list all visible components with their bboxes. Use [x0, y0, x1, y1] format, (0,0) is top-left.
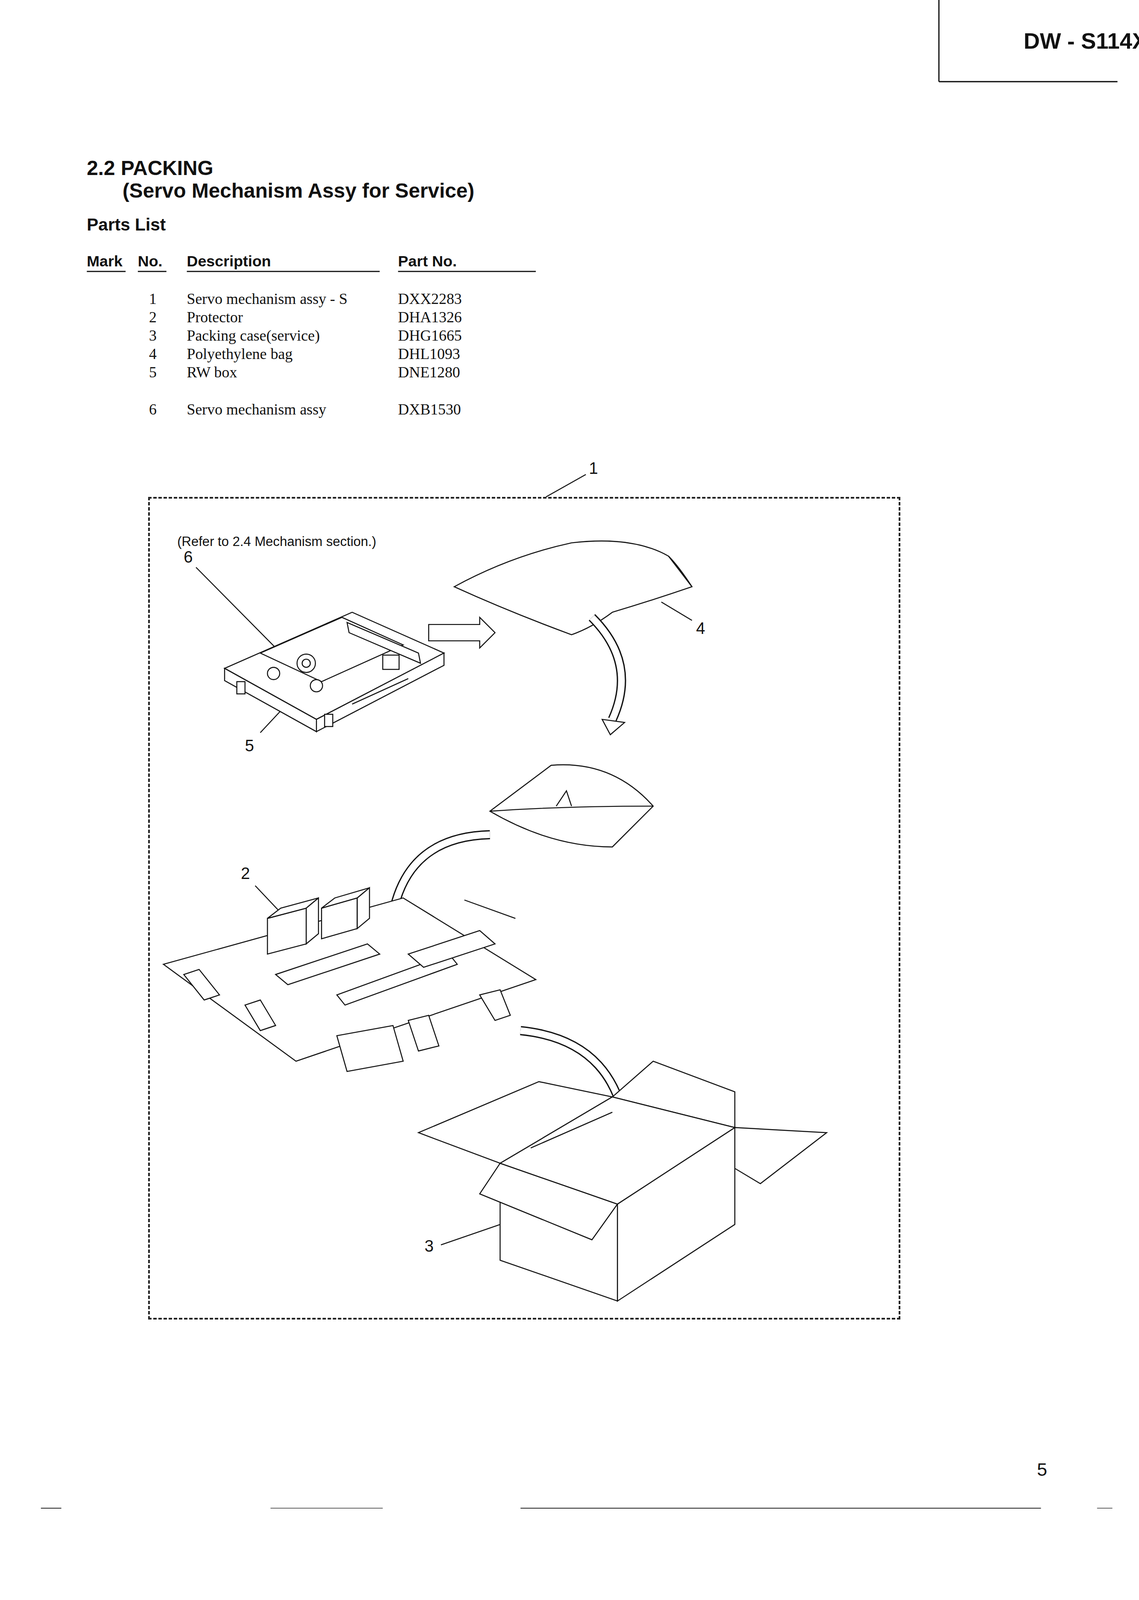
mechanism-drawing	[224, 612, 495, 732]
table-cell: 2	[148, 309, 157, 326]
table-cell: Protector	[186, 309, 243, 326]
reference-note: (Refer to 2.4 Mechanism section.)	[177, 534, 377, 550]
column-header: Description	[186, 253, 271, 270]
table-cell: 3	[148, 327, 157, 345]
page-rules	[40, 0, 1118, 1509]
table-cell: Servo mechanism assy	[186, 401, 327, 418]
table-cell: 4	[148, 345, 157, 363]
protector-drawing	[163, 887, 536, 1072]
callout-number: 6	[183, 548, 193, 567]
section-title: 2.2 PACKING	[86, 157, 214, 180]
section-subtitle: (Servo Mechanism Assy for Service)	[122, 179, 475, 203]
model-number: DW - S114X	[1023, 28, 1139, 54]
table-cell: Polyethylene bag	[186, 345, 293, 363]
callout-number: 1	[588, 459, 598, 478]
table-cell: Packing case(service)	[186, 327, 320, 345]
table-cell: Servo mechanism assy - S	[186, 290, 348, 308]
table-heading: Parts List	[86, 215, 166, 235]
table-cell: DHG1665	[397, 327, 462, 345]
column-header: No.	[137, 253, 163, 270]
page-number: 5	[1036, 1459, 1048, 1480]
table-cell: DXX2283	[397, 290, 462, 308]
box-drawing	[418, 1061, 827, 1302]
flow-arrows	[381, 617, 639, 1164]
table-cell: 5	[148, 364, 157, 381]
bag-drawing	[454, 540, 693, 847]
table-cell: DXB1530	[397, 401, 461, 418]
callout-number: 2	[240, 864, 250, 883]
table-cell: DNE1280	[397, 364, 460, 381]
table-cell: RW box	[186, 364, 237, 381]
table-cell: 1	[148, 290, 157, 308]
callout-number: 5	[245, 736, 255, 755]
column-header: Mark	[86, 253, 123, 270]
packing-frame: (Refer to 2.4 Mechanism section.)	[148, 496, 901, 1320]
column-header: Part No.	[397, 253, 457, 270]
table-cell: DHL1093	[397, 345, 460, 363]
table-cell: DHA1326	[397, 309, 462, 326]
callout-number: 4	[695, 619, 705, 638]
table-cell: 6	[148, 401, 157, 418]
callout-number: 3	[424, 1237, 434, 1256]
